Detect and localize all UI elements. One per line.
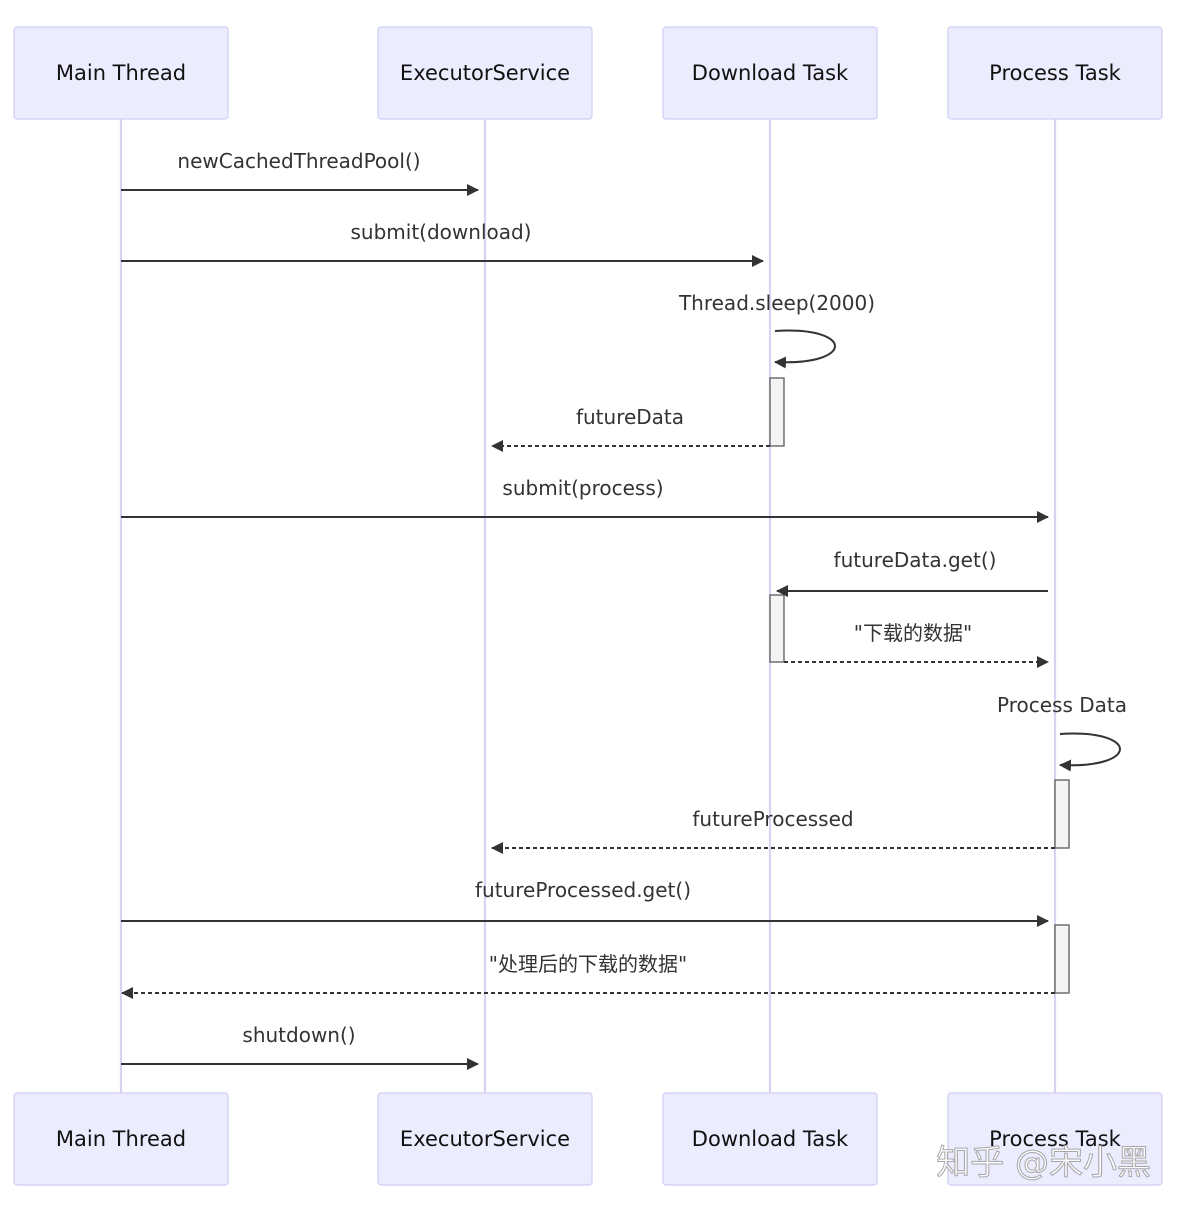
activation-process-get [1054,924,1070,994]
actor-executor-service-bottom: ExecutorService [377,1092,593,1186]
activations [769,377,1070,994]
actors-top: Main Thread ExecutorService Download Tas… [13,26,1163,120]
actor-process-task-top: Process Task [947,26,1163,120]
message-process-data: Process Data [997,693,1127,772]
message-label: newCachedThreadPool() [177,149,420,173]
actor-label: ExecutorService [400,61,570,85]
message-label: Thread.sleep(2000) [678,291,875,315]
message-label: Process Data [997,693,1127,717]
message-downloaded-data: "下载的数据" [784,621,1049,668]
actor-download-task-bottom: Download Task [662,1092,878,1186]
actor-label: Download Task [692,1127,849,1151]
actor-label: Main Thread [56,61,186,85]
watermark: 知乎 @宋小黑 [936,1143,1151,1183]
actor-process-task-bottom: Process Task [947,1092,1163,1186]
activation-download-get [769,594,785,663]
actor-label: Download Task [692,61,849,85]
message-label: futureProcessed [692,807,853,831]
message-self-loop [774,329,836,369]
actor-download-task-top: Download Task [662,26,878,120]
message-future-data-get: futureData.get() [776,548,1048,597]
message-label: "下载的数据" [854,621,972,645]
message-label: futureData [576,405,684,429]
activation-download-sleep [769,377,785,447]
actor-executor-service-top: ExecutorService [377,26,593,120]
message-label: futureProcessed.get() [475,878,691,902]
actor-main-thread-top: Main Thread [13,26,229,120]
actors-bottom: Main Thread ExecutorService Download Tas… [13,1092,1163,1186]
message-label: submit(process) [502,476,663,500]
actor-label: Process Task [989,61,1121,85]
message-submit-process: submit(process) [121,476,1049,523]
message-future-data: futureData [491,405,770,452]
message-label: futureData.get() [834,548,997,572]
message-future-processed: futureProcessed [491,807,1055,854]
message-thread-sleep: Thread.sleep(2000) [678,291,875,369]
message-label: shutdown() [242,1023,355,1047]
actor-label: Process Task [989,1127,1121,1151]
message-processed-downloaded-data: "处理后的下载的数据" [121,952,1055,999]
message-shutdown: shutdown() [121,1023,479,1070]
messages: newCachedThreadPool() submit(download) T… [121,149,1127,1070]
actor-main-thread-bottom: Main Thread [13,1092,229,1186]
lifelines [119,119,1057,1093]
actor-label: ExecutorService [400,1127,570,1151]
message-submit-download: submit(download) [121,220,764,267]
message-label: "处理后的下载的数据" [489,952,687,976]
activation-process-data [1054,779,1070,849]
message-label: submit(download) [351,220,532,244]
message-new-cached-thread-pool: newCachedThreadPool() [121,149,479,196]
message-future-processed-get: futureProcessed.get() [121,878,1049,927]
message-self-loop [1059,732,1121,772]
actor-label: Main Thread [56,1127,186,1151]
